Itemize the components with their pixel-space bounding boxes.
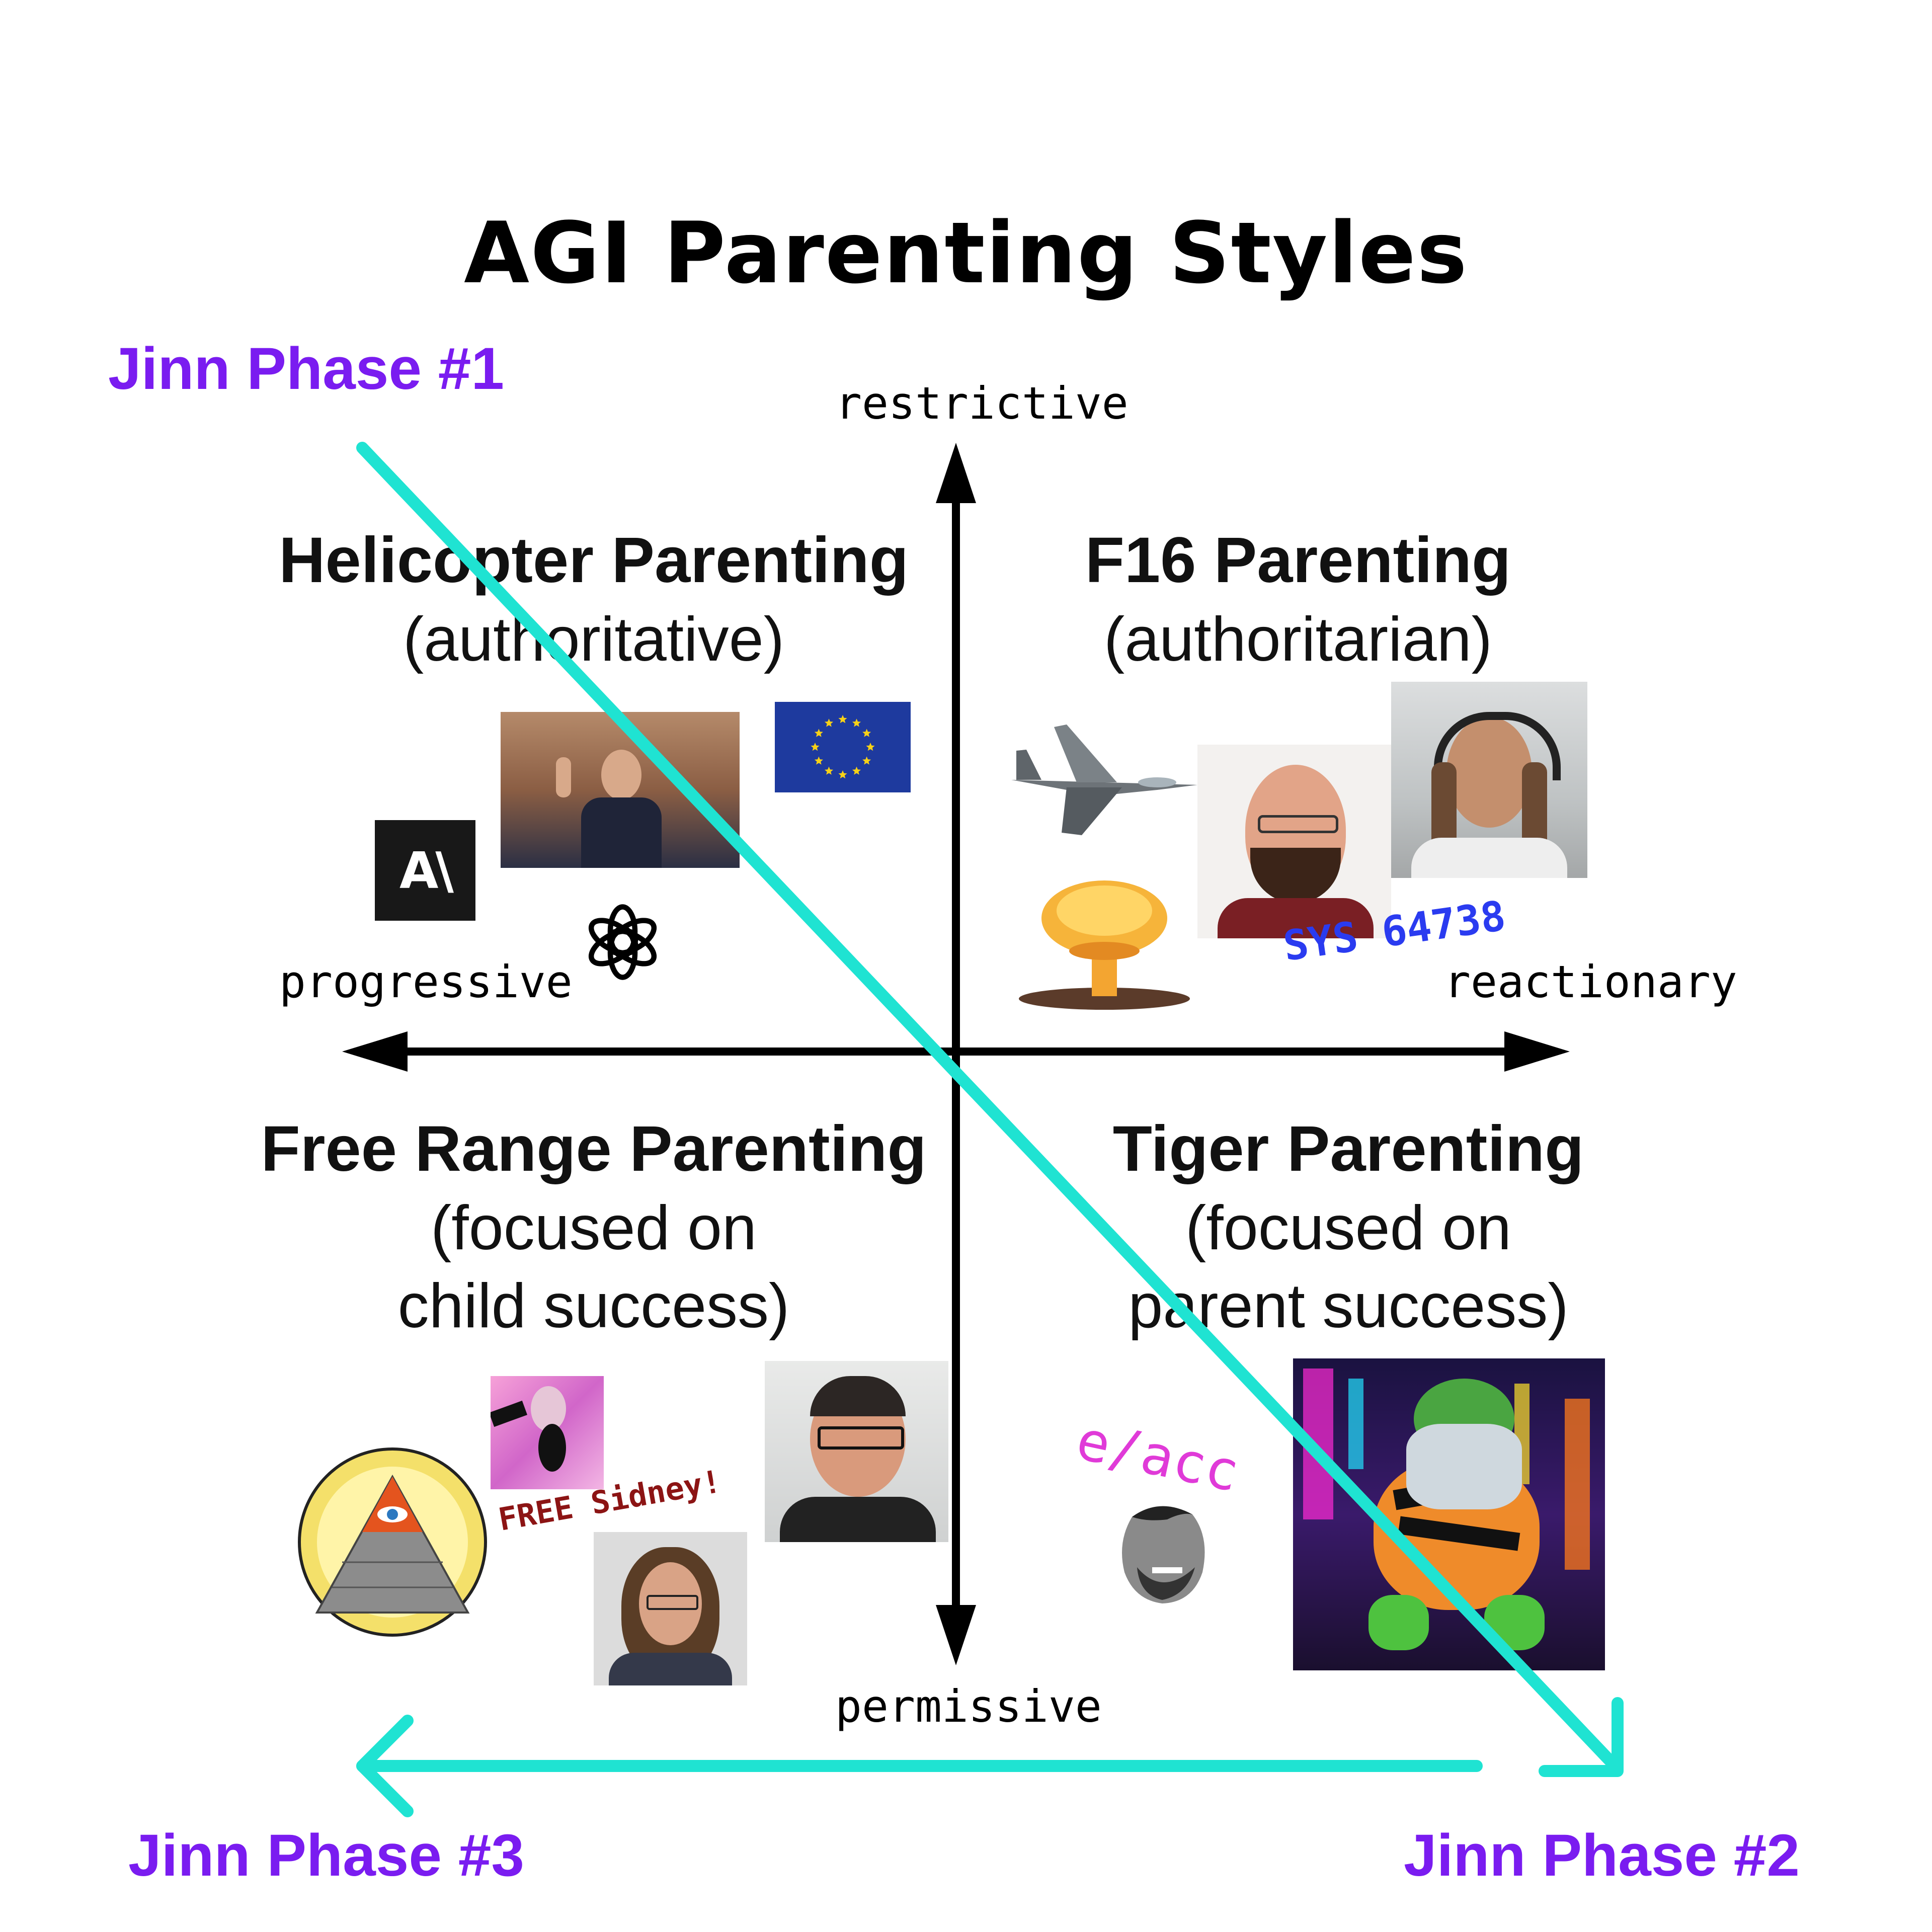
eu-star — [838, 715, 847, 723]
quadrant-subtitle-f16: (authoritarian) — [1104, 605, 1492, 674]
photo-bearded-man-icon — [1197, 745, 1391, 938]
quadrant-title-helicopter: Helicopter Parenting — [279, 524, 909, 596]
anthropic-logo-icon: A\ — [375, 820, 475, 921]
photo-glasses-man-icon — [765, 1361, 948, 1542]
eu-star — [824, 718, 834, 727]
axis-label-left: progressive — [279, 956, 573, 1008]
eu-star — [814, 729, 823, 737]
eu-star — [852, 766, 861, 775]
eu-star — [814, 756, 823, 765]
phase-arrow-1-to-2 — [356, 442, 1624, 1777]
jinn-phase-3-label: Jinn Phase #3 — [128, 1822, 525, 1889]
horizontal-axis — [342, 1031, 1570, 1072]
quadrant-subtitle-free-range-1: (focused on — [431, 1193, 757, 1263]
page-title: AGI Parenting Styles — [464, 204, 1468, 302]
photo-headphones-man-icon — [1391, 682, 1587, 878]
eu-flag-icon — [775, 702, 911, 792]
sidney-art-icon — [491, 1376, 604, 1489]
jinn-phase-1-label: Jinn Phase #1 — [108, 336, 505, 402]
axis-label-right: reactionary — [1444, 956, 1737, 1008]
eu-star — [824, 766, 834, 775]
quadrant-subtitle-helicopter: (authoritative) — [403, 605, 785, 674]
phase-arrow-2-to-3 — [356, 1715, 1483, 1817]
anthropic-logo-text: A\ — [399, 841, 454, 900]
eu-star — [866, 743, 875, 751]
illuminati-pyramid-icon — [298, 1447, 487, 1637]
eu-star — [862, 729, 871, 737]
photo-long-hair-man-icon — [594, 1532, 747, 1685]
chad-face-icon — [1122, 1506, 1205, 1603]
eu-star — [838, 770, 847, 779]
openai-logo-icon — [588, 904, 657, 980]
f16-jet-icon — [1011, 725, 1197, 835]
eu-star — [862, 756, 871, 765]
quadrant-title-f16: F16 Parenting — [1085, 524, 1511, 596]
quadrant-title-tiger: Tiger Parenting — [1112, 1113, 1584, 1185]
jinn-phase-2-label: Jinn Phase #2 — [1404, 1822, 1800, 1889]
photo-hearing-icon — [501, 712, 740, 868]
quadrant-title-free-range: Free Range Parenting — [261, 1113, 927, 1185]
eu-star — [852, 718, 861, 727]
eu-star — [811, 743, 820, 751]
mushroom-cloud-icon — [1019, 880, 1190, 1010]
cyber-tiger-art-icon — [1293, 1358, 1605, 1670]
axis-label-bottom: permissive — [835, 1680, 1102, 1732]
quadrant-subtitle-free-range-2: child success) — [397, 1271, 790, 1341]
quadrant-subtitle-tiger-1: (focused on — [1185, 1193, 1511, 1263]
